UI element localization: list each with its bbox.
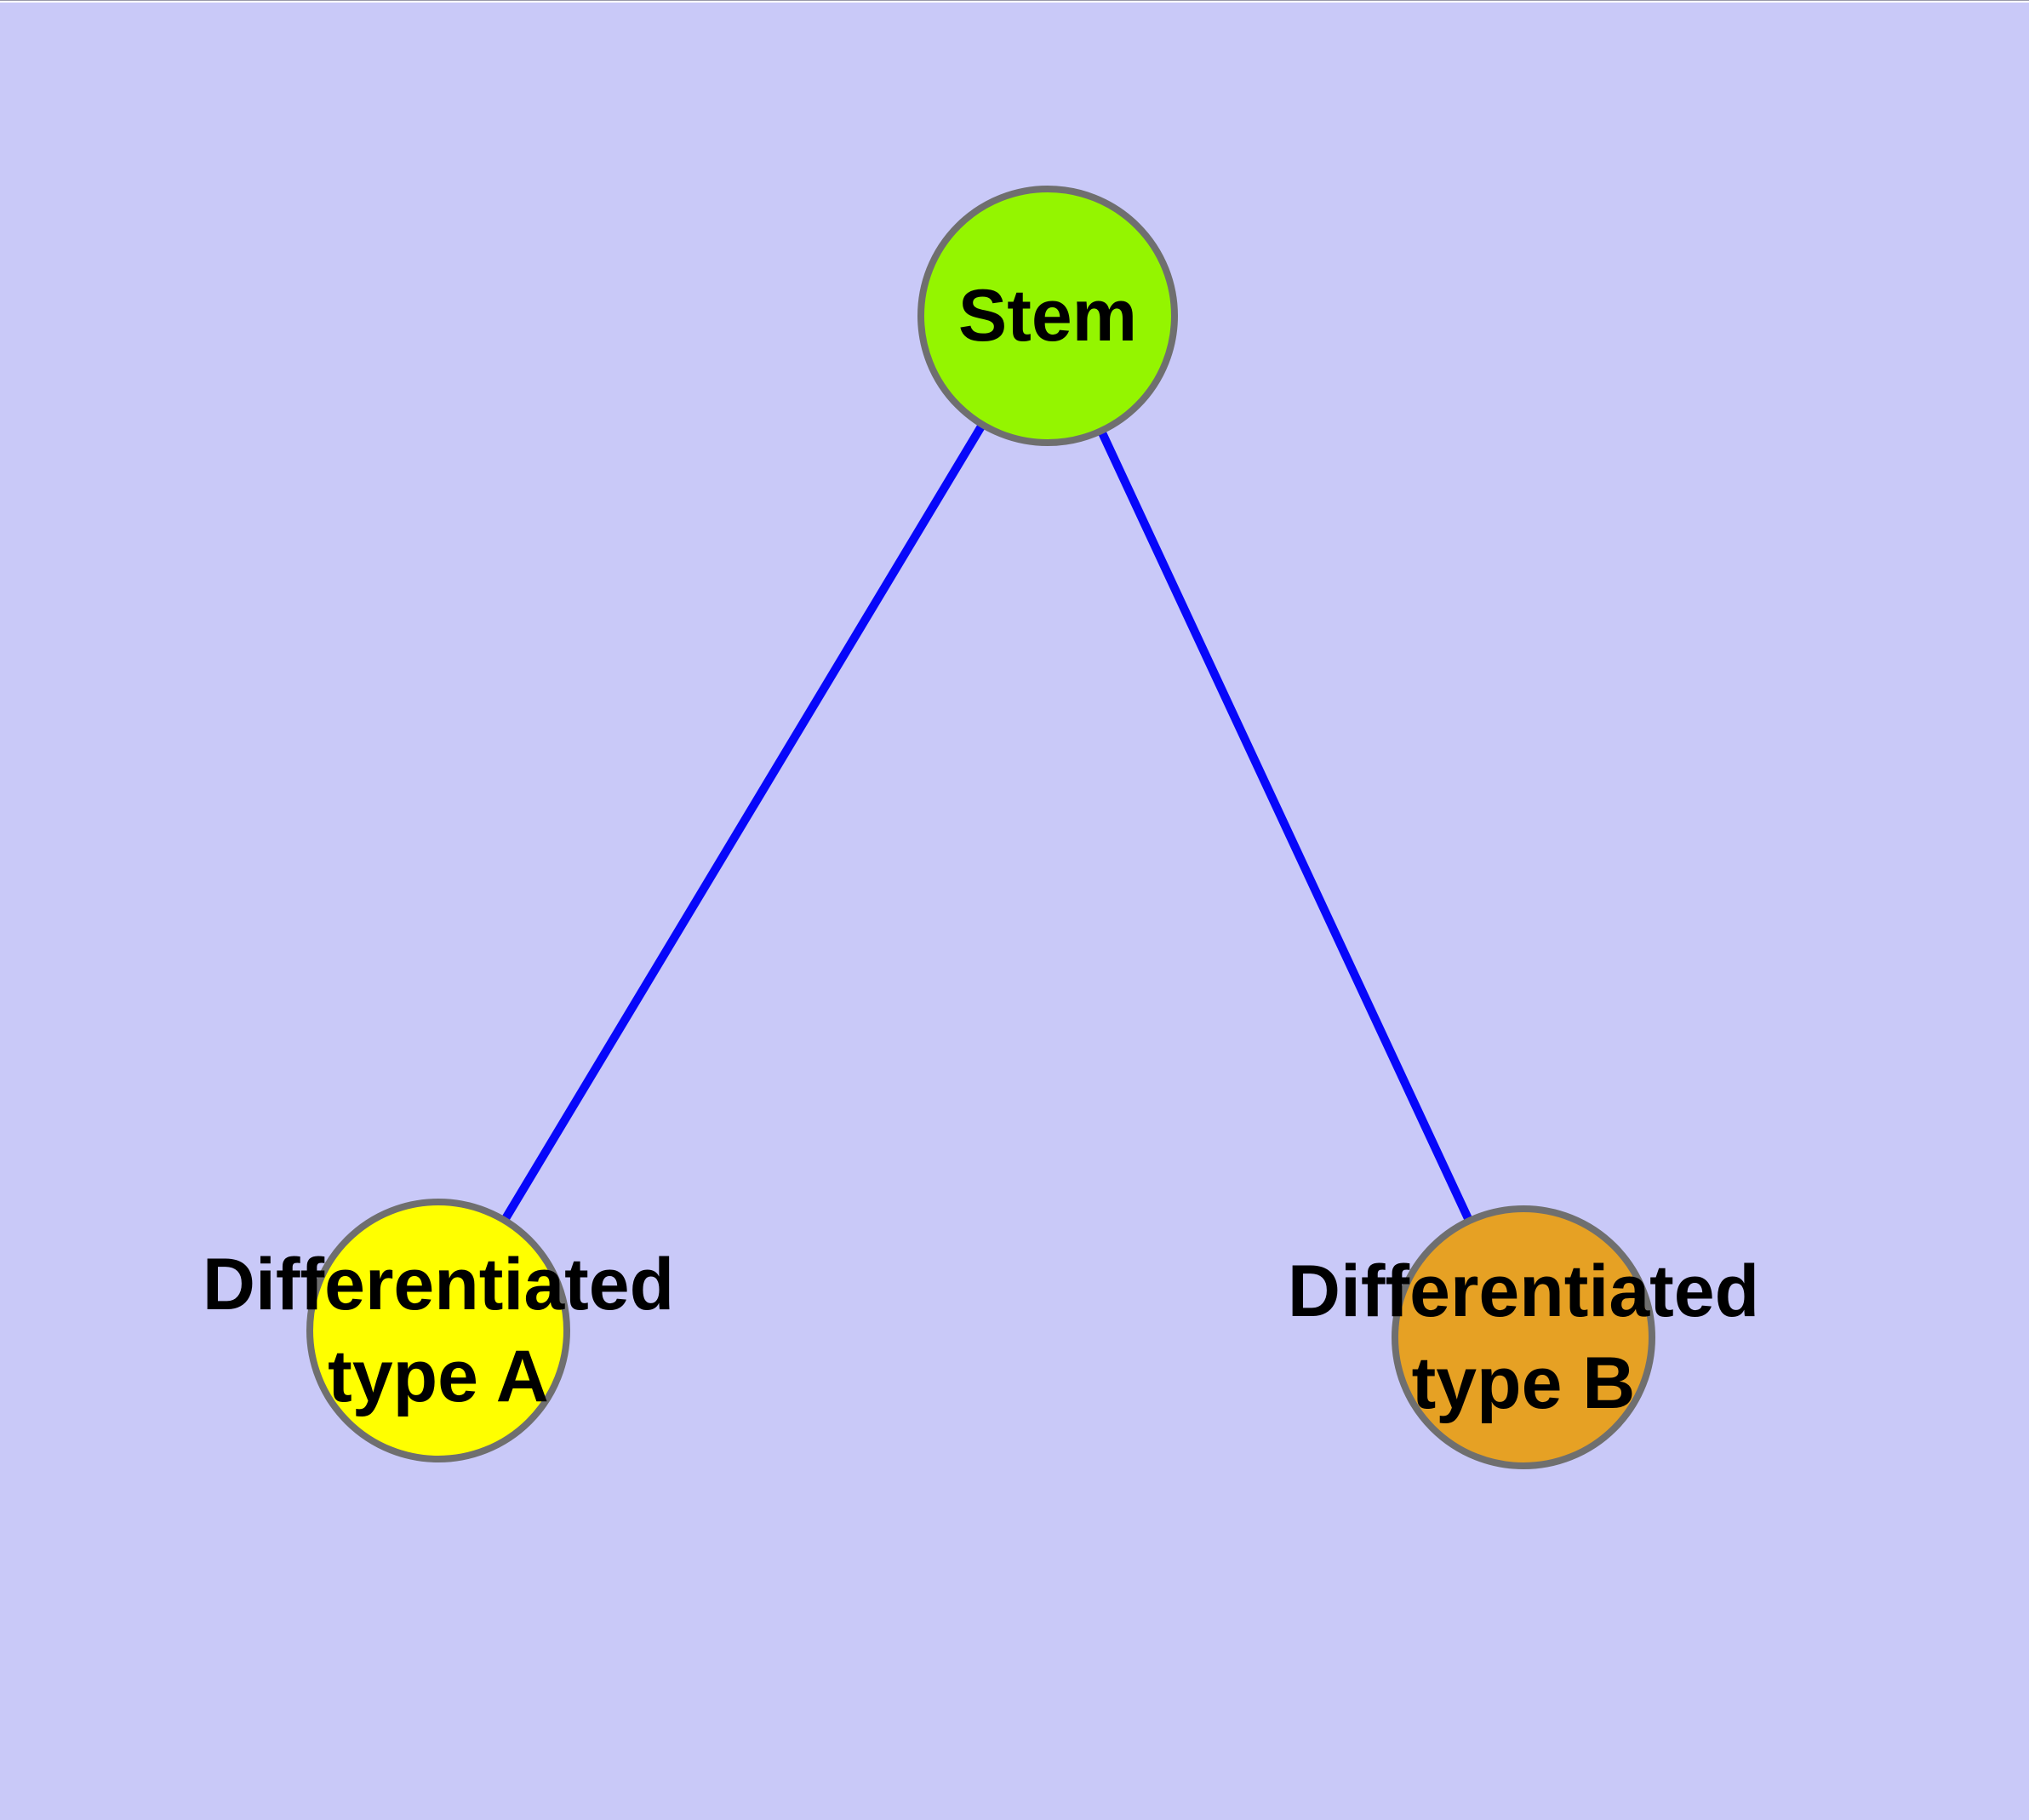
window-top-edge xyxy=(0,0,2029,3)
node-differentiated-type-b xyxy=(1392,1205,1655,1469)
node-differentiated-type-a xyxy=(306,1199,570,1462)
edge-stem-to-type-a xyxy=(434,313,1052,1333)
edge-stem-to-type-b xyxy=(1043,313,1528,1340)
node-stem xyxy=(917,186,1178,446)
